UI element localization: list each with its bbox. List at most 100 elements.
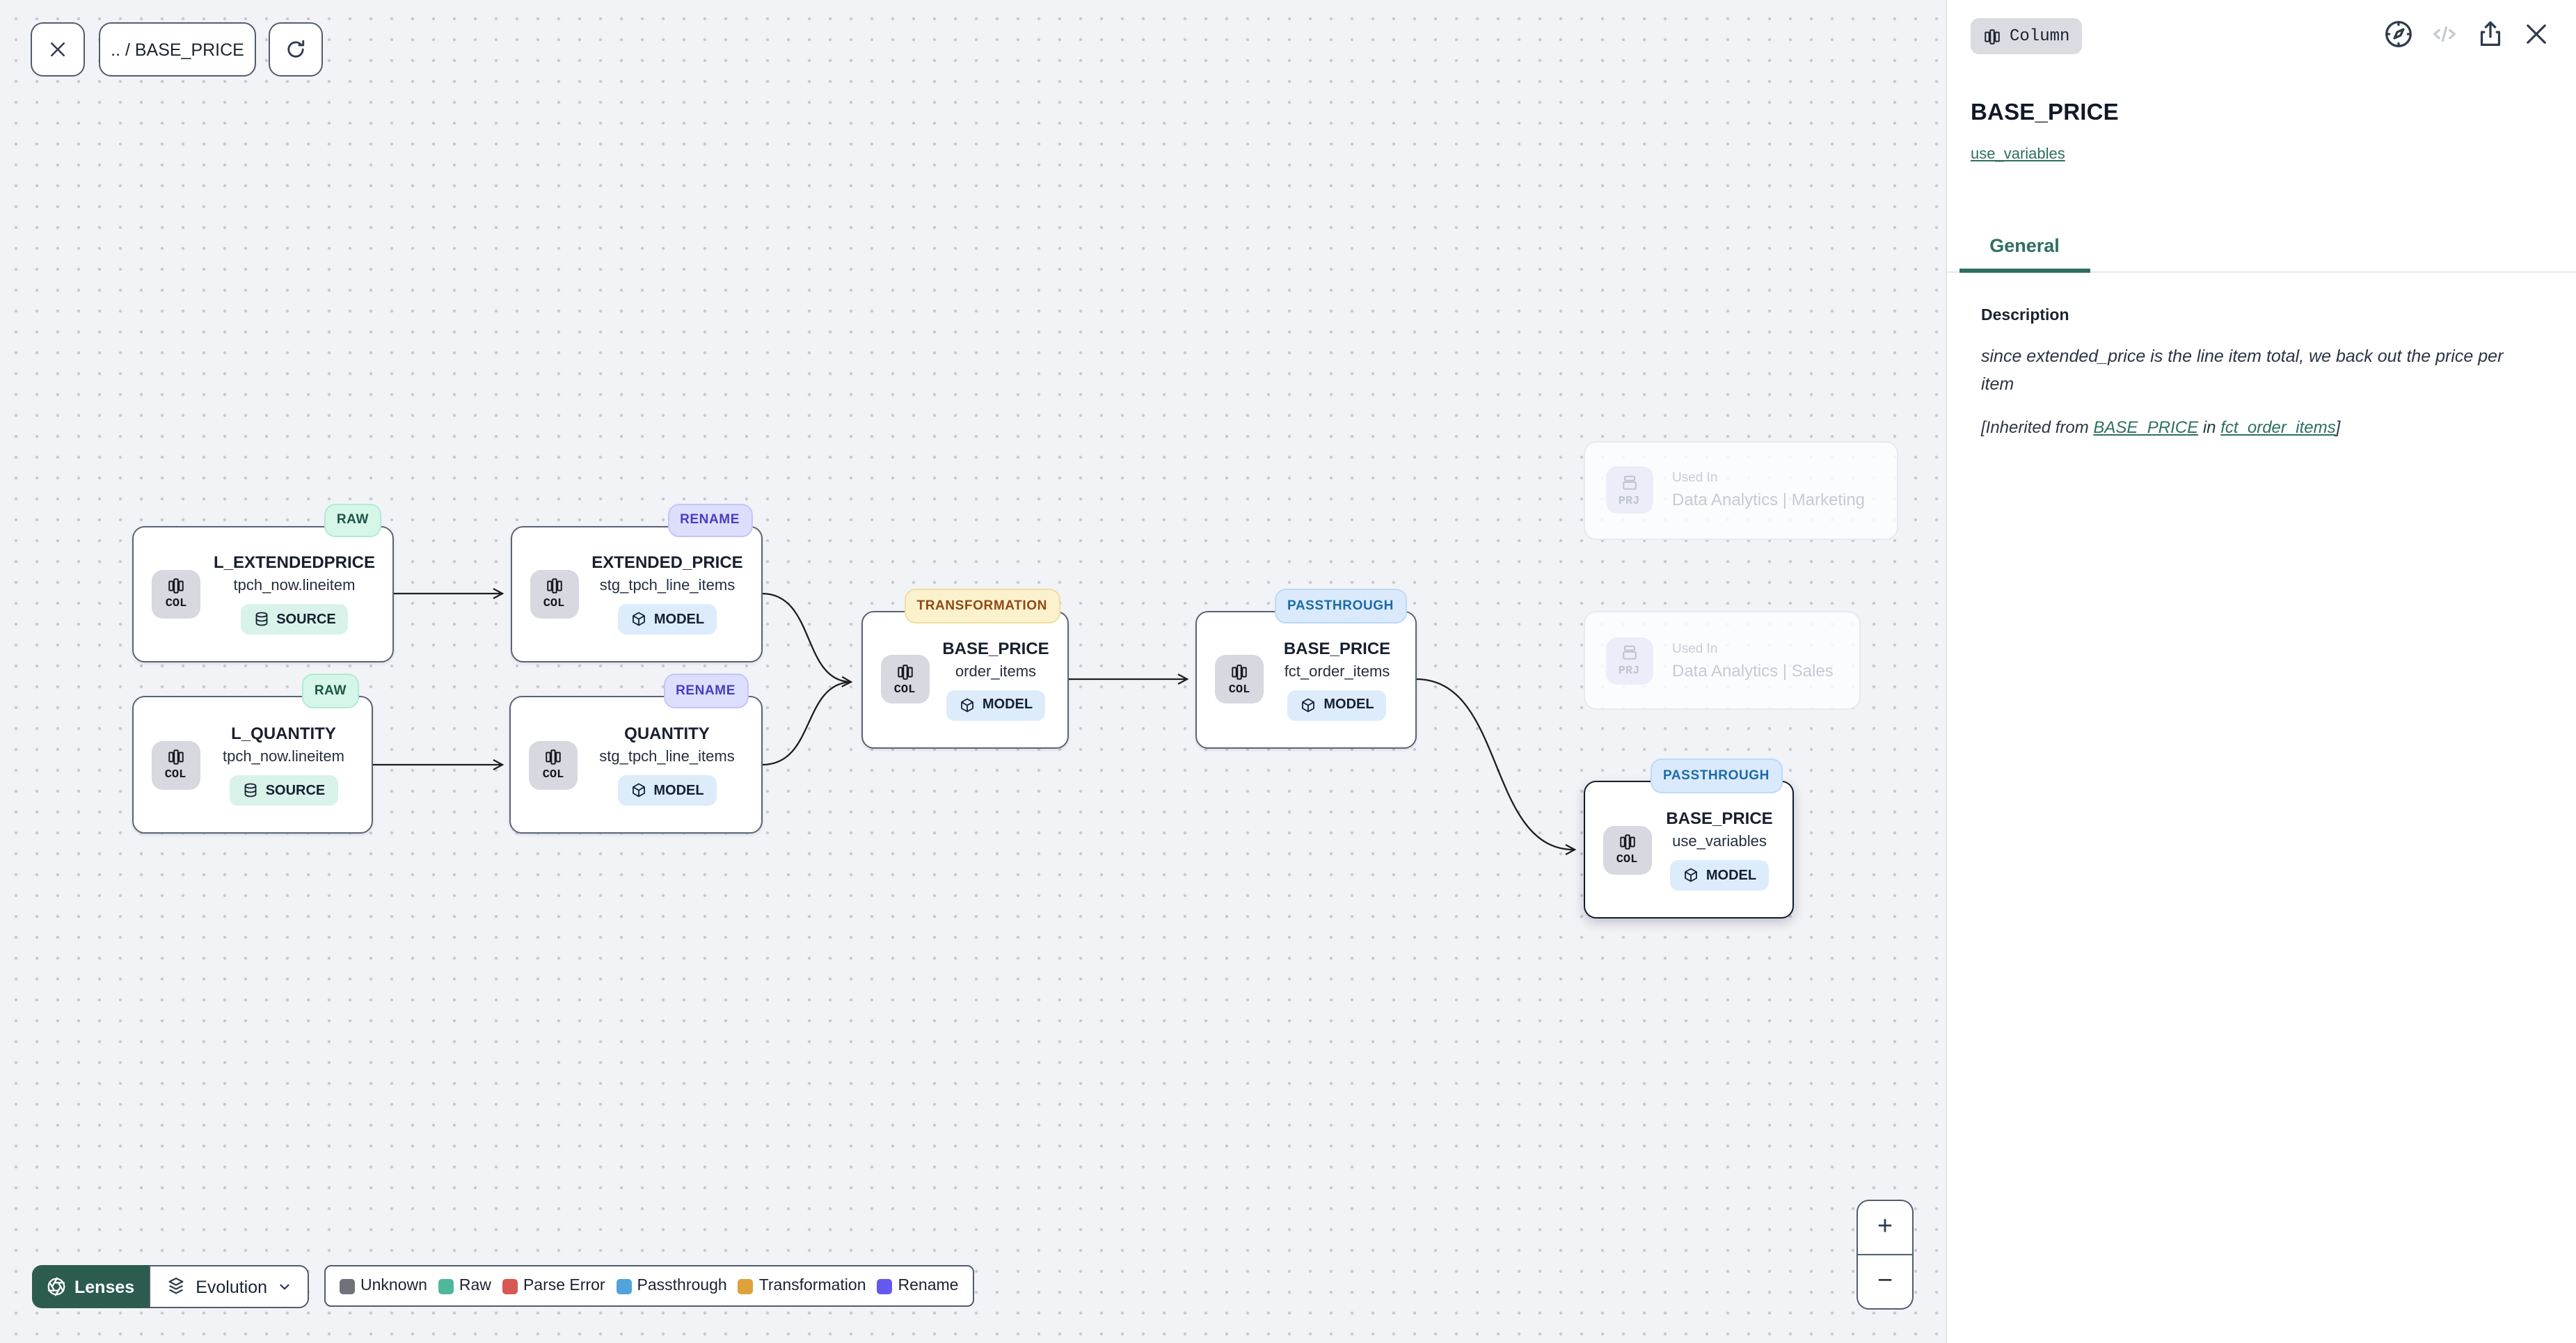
node-subtitle: use_variables xyxy=(1672,834,1767,850)
used-in-label: Used In xyxy=(1672,641,1718,656)
node-quantity[interactable]: RENAME COL QUANTITY stg_tpch_line_items … xyxy=(509,674,762,834)
column-type-chip: COL xyxy=(151,740,200,789)
close-icon xyxy=(2527,24,2546,44)
node-base-price-fct-order-items[interactable]: PASSTHROUGH COL BASE_PRICE fct_order_ite… xyxy=(1195,589,1416,748)
used-in-label: Used In xyxy=(1672,470,1718,486)
column-icon xyxy=(1985,29,2000,44)
evolution-legend: Unknown Raw Parse Error Passthrough Tran… xyxy=(324,1265,974,1307)
node-subtitle: fct_order_items xyxy=(1284,663,1390,681)
description-label: Description xyxy=(1981,308,2069,324)
evolution-badge: PASSTHROUGH xyxy=(1275,589,1406,623)
model-chip: MODEL xyxy=(1669,860,1770,891)
evolution-badge: RAW xyxy=(301,674,359,708)
edge xyxy=(761,681,851,766)
panel-title: BASE_PRICE xyxy=(1971,100,2119,125)
column-icon xyxy=(1232,664,1247,680)
node-l-extendedprice[interactable]: RAW COL L_EXTENDEDPRICE tpch_now.lineite… xyxy=(132,503,394,662)
panel-tabs: General xyxy=(1947,223,2576,273)
zoom-in-button[interactable]: + xyxy=(1858,1201,1912,1254)
node-title: EXTENDED_PRICE xyxy=(591,553,743,572)
database-icon xyxy=(244,783,257,797)
archive-icon xyxy=(1622,475,1636,489)
legend-swatch xyxy=(502,1278,518,1294)
node-title: QUANTITY xyxy=(624,724,710,743)
node-base-price-order-items[interactable]: TRANSFORMATION COL BASE_PRICE order_item… xyxy=(861,589,1068,748)
column-icon xyxy=(546,749,561,765)
tab-general[interactable]: General xyxy=(1959,223,2090,273)
legend-item: Unknown xyxy=(340,1278,427,1294)
column-icon xyxy=(1619,834,1635,850)
layers-icon xyxy=(168,1278,183,1294)
compass-icon xyxy=(2385,21,2412,47)
inherited-column-link[interactable]: BASE_PRICE xyxy=(2093,418,2199,437)
node-title: L_QUANTITY xyxy=(231,724,336,743)
lenses-label: Lenses xyxy=(74,1277,135,1296)
inherited-note: [Inherited from BASE_PRICE in fct_order_… xyxy=(1981,418,2341,437)
aperture-icon xyxy=(47,1277,65,1296)
edge-layer xyxy=(373,587,1577,855)
evolution-badge: TRANSFORMATION xyxy=(904,589,1060,623)
refresh-button[interactable] xyxy=(269,22,323,77)
model-chip: MODEL xyxy=(946,690,1046,721)
column-type-chip: COL xyxy=(529,740,578,789)
project-name: Data Analytics | Marketing xyxy=(1672,490,1866,509)
lineage-canvas[interactable]: .. / BASE_PRICE RAW COL L_EXTENDEDPRICE … xyxy=(0,0,1946,1343)
cube-icon xyxy=(1302,698,1315,712)
share-button[interactable] xyxy=(2474,18,2506,50)
node-subtitle: tpch_now.lineitem xyxy=(233,578,356,594)
node-subtitle: stg_tpch_line_items xyxy=(599,578,736,594)
lenses-button[interactable]: Lenses xyxy=(31,1265,149,1308)
node-title: BASE_PRICE xyxy=(1666,809,1773,828)
legend-item: Parse Error xyxy=(502,1278,605,1294)
edge xyxy=(761,592,853,688)
legend-swatch xyxy=(877,1278,893,1294)
close-icon xyxy=(51,42,65,56)
node-extended-price[interactable]: RENAME COL EXTENDED_PRICE stg_tpch_line_… xyxy=(510,503,762,662)
project-type-chip: PRJ xyxy=(1605,466,1653,514)
edge xyxy=(1415,678,1577,855)
model-chip: MODEL xyxy=(617,604,717,635)
explore-button[interactable] xyxy=(2383,18,2415,50)
detail-panel: Column BASE_PRICE use_variables General … xyxy=(1946,0,2576,1343)
breadcrumb[interactable]: .. / BASE_PRICE xyxy=(99,22,256,77)
view-code-button[interactable] xyxy=(2428,18,2460,50)
project-name: Data Analytics | Sales xyxy=(1672,660,1834,680)
cube-icon xyxy=(632,612,645,626)
archive-icon xyxy=(1622,645,1636,660)
node-title: BASE_PRICE xyxy=(942,638,1049,658)
close-panel-button[interactable] xyxy=(2520,18,2552,50)
description-text: since extended_price is the line item to… xyxy=(1981,347,2504,393)
model-link[interactable]: use_variables xyxy=(1971,146,2065,163)
cube-icon xyxy=(632,783,645,797)
node-l-quantity[interactable]: RAW COL L_QUANTITY tpch_now.lineitem SOU… xyxy=(132,674,373,834)
node-base-price-use-variables[interactable]: PASSTHROUGH COL BASE_PRICE use_variables… xyxy=(1583,758,1793,919)
model-chip: MODEL xyxy=(1287,690,1387,721)
cube-icon xyxy=(1684,868,1697,882)
plus-icon: + xyxy=(1877,1212,1893,1241)
node-title: L_EXTENDEDPRICE xyxy=(213,553,376,572)
legend-item: Passthrough xyxy=(616,1278,727,1294)
database-icon xyxy=(255,612,267,626)
refresh-icon xyxy=(287,40,305,58)
breadcrumb-label: .. / BASE_PRICE xyxy=(111,40,244,59)
project-node-sales[interactable]: PRJ Used In Data Analytics | Sales xyxy=(1583,611,1860,710)
close-lineage-button[interactable] xyxy=(31,22,85,77)
source-chip: SOURCE xyxy=(240,604,349,635)
column-type-chip: COL xyxy=(152,569,200,618)
column-icon xyxy=(168,749,183,765)
entity-type-badge: Column xyxy=(1971,18,2083,54)
column-type-chip: COL xyxy=(530,569,578,618)
entity-type-label: Column xyxy=(2010,26,2070,46)
zoom-controls: + − xyxy=(1857,1200,1914,1310)
project-type-chip: PRJ xyxy=(1605,637,1653,684)
lens-selector[interactable]: Evolution xyxy=(148,1265,310,1308)
node-title: BASE_PRICE xyxy=(1283,638,1391,658)
project-node-marketing[interactable]: PRJ Used In Data Analytics | Marketing xyxy=(1583,440,1898,539)
evolution-badge: RENAME xyxy=(667,503,752,537)
node-subtitle: stg_tpch_line_items xyxy=(599,749,735,765)
column-type-chip: COL xyxy=(1603,825,1651,874)
zoom-out-button[interactable]: − xyxy=(1858,1254,1912,1308)
column-type-chip: COL xyxy=(880,655,929,704)
inherited-model-link[interactable]: fct_order_items xyxy=(2220,418,2336,437)
code-icon xyxy=(2433,26,2456,42)
